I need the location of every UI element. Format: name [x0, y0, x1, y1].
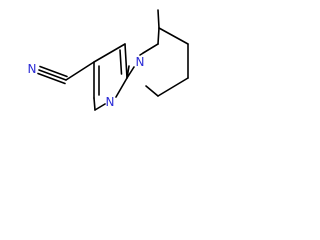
nitrile-triple-bond-2: [39, 65, 68, 78]
nitrile-n-label: N: [28, 62, 37, 76]
ring-bond-c3-c2: [124, 43, 128, 79]
nitrile-group: [37, 61, 95, 85]
pyridine-c2-to-n-bond: [126, 66, 135, 79]
pip-bond-c5-c6: [157, 77, 189, 97]
pyridine-n-label: N: [106, 95, 115, 109]
ring-bond-n1-c6: [94, 103, 106, 111]
nitrile-to-ring-bond: [65, 61, 95, 81]
pip-bond-c2-c3: [157, 27, 160, 45]
pip-bond-n-c2-fix: [139, 43, 159, 56]
ring-bond-c3-c2-inner: [119, 49, 123, 75]
nitrile-triple-bond-1: [38, 69, 67, 81]
pip-bond-c6-n: [145, 85, 159, 97]
pip-bond-c3-c4: [158, 27, 189, 45]
piperidine-ring: [139, 9, 189, 97]
nitrile-triple-bond-3: [37, 72, 66, 85]
molecule-structure: N N N: [28, 9, 189, 111]
ring-bond-c6-c5: [93, 97, 96, 111]
piperidine-n-label: N: [136, 55, 145, 69]
pyridine-ring: [93, 43, 128, 111]
methyl-bond: [157, 9, 160, 29]
ring-bond-c2-n1: [115, 77, 128, 98]
ring-bond-c4-c3: [93, 43, 126, 63]
